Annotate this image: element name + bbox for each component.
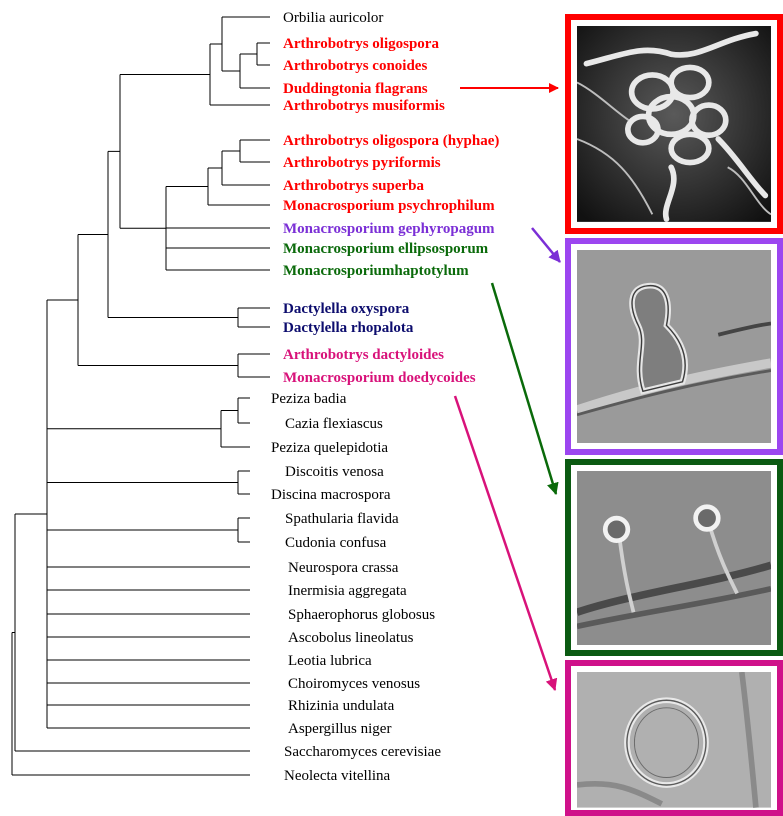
non-constricting-ring-photo — [577, 672, 771, 808]
adhesive-knob-photo — [577, 471, 771, 645]
constricting-ring-photo-panel — [565, 14, 783, 234]
taxon-label: Peziza badia — [271, 391, 347, 407]
taxon-label: Cudonia confusa — [285, 535, 387, 551]
taxon-label: Arthrobotrys conoides — [283, 58, 427, 74]
taxon-label: Discoitis venosa — [285, 464, 384, 480]
callout-arrows — [455, 88, 560, 690]
taxon-label: Monacrosporiumhaptotylum — [283, 263, 469, 279]
taxon-label: Aspergillus niger — [288, 721, 391, 737]
taxon-label: Neolecta vitellina — [284, 768, 391, 784]
adhesive-net-arrow — [532, 228, 560, 262]
taxon-label: Arthrobotrys musiformis — [283, 98, 445, 114]
taxon-label: Rhizinia undulata — [288, 698, 395, 714]
adhesive-net-photo-panel — [565, 238, 783, 455]
taxon-label: Neurospora crassa — [288, 560, 399, 576]
taxon-label: Duddingtonia flagrans — [283, 81, 428, 97]
taxon-label: Arthrobotrys oligospora — [283, 36, 439, 52]
taxon-label: Leotia lubrica — [288, 653, 372, 669]
adhesive-knob-photo-panel — [565, 459, 783, 656]
taxon-label: Discina macrospora — [271, 487, 391, 503]
adhesive-knob-arrow — [492, 283, 556, 494]
constricting-ring-photo — [577, 26, 771, 222]
taxon-label: Spathularia flavida — [285, 511, 399, 527]
taxon-label: Dactylella oxyspora — [283, 301, 410, 317]
taxon-label: Ascobolus lineolatus — [288, 630, 414, 646]
taxon-label: Sphaerophorus globosus — [288, 607, 435, 623]
taxon-label: Arthrobotrys pyriformis — [283, 155, 441, 171]
taxon-labels: Orbilia auricolorArthrobotrys oligospora… — [271, 10, 499, 784]
taxon-label: Monacrosporium psychrophilum — [283, 198, 495, 214]
taxon-label: Peziza quelepidotia — [271, 440, 388, 456]
taxon-label: Monacrosporium gephyropagum — [283, 221, 495, 237]
adhesive-net-photo — [577, 250, 771, 443]
taxon-label: Saccharomyces cerevisiae — [284, 744, 441, 760]
taxon-label: Arthrobotrys oligospora (hyphae) — [283, 133, 499, 149]
non-constricting-ring-photo-panel — [565, 660, 783, 816]
taxon-label: Dactylella rhopalota — [283, 320, 414, 336]
taxon-label: Choiromyces venosus — [288, 676, 420, 692]
taxon-label: Monacrosporium doedycoides — [283, 370, 476, 386]
taxon-label: Cazia flexiascus — [285, 416, 383, 432]
taxon-label: Monacrosporium ellipsosporum — [283, 241, 489, 257]
taxon-label: Inermisia aggregata — [288, 583, 407, 599]
taxon-label: Arthrobotrys superba — [283, 178, 424, 194]
tree-branches — [12, 17, 270, 775]
taxon-label: Orbilia auricolor — [283, 10, 383, 26]
taxon-label: Arthrobotrys dactyloides — [283, 347, 444, 363]
